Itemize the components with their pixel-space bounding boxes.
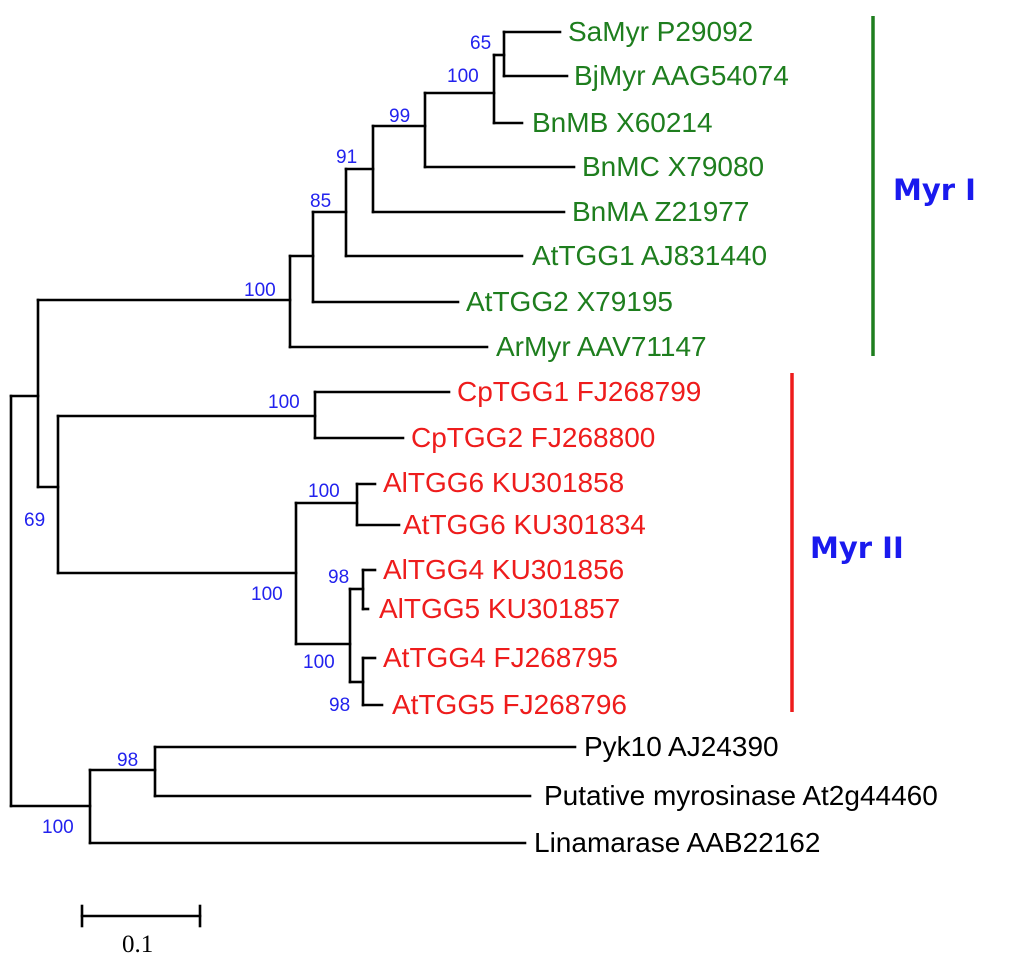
taxon-label: CpTGG1 FJ268799 (457, 376, 701, 407)
bootstrap-value: 100 (244, 280, 276, 301)
taxon-label: BjMyr AAG54074 (574, 60, 789, 91)
bootstrap-value: 100 (303, 652, 335, 673)
scale-bar (80, 904, 202, 928)
bootstrap-value: 98 (117, 750, 138, 771)
bootstrap-value: 65 (470, 33, 491, 54)
bootstrap-value: 99 (389, 106, 410, 127)
bootstrap-value: 98 (328, 567, 349, 588)
taxon-label: AtTGG2 X79195 (466, 286, 673, 317)
myr1-group-label: Myr I (893, 173, 976, 207)
taxon-label: AtTGG4 FJ268795 (383, 642, 618, 673)
taxon-label: BnMC X79080 (582, 151, 764, 182)
taxon-label: ArMyr AAV71147 (496, 331, 707, 362)
scale-bar-label: 0.1 (122, 931, 153, 958)
taxon-label: AlTGG5 KU301857 (379, 593, 620, 624)
taxon-label: Pyk10 AJ24390 (584, 731, 779, 762)
bootstrap-value: 85 (310, 191, 331, 212)
taxon-label: AtTGG1 AJ831440 (532, 240, 767, 271)
taxon-label: Linamarase AAB22162 (534, 827, 820, 858)
taxon-label: AlTGG4 KU301856 (383, 554, 624, 585)
bootstrap-value: 100 (308, 481, 340, 502)
taxon-label: AtTGG6 KU301834 (403, 509, 646, 540)
tree-branches (9, 30, 577, 845)
bootstrap-value: 69 (24, 510, 45, 531)
bootstrap-value: 100 (447, 66, 479, 87)
bootstrap-value: 100 (251, 584, 283, 605)
taxon-label: BnMA Z21977 (572, 196, 749, 227)
taxon-label: BnMB X60214 (532, 107, 713, 138)
bootstrap-value: 98 (329, 695, 350, 716)
taxon-label: AtTGG5 FJ268796 (392, 689, 627, 720)
taxon-label: Putative myrosinase At2g44460 (544, 780, 938, 811)
taxon-label: SaMyr P29092 (568, 16, 753, 47)
bootstrap-value: 100 (268, 392, 300, 413)
bootstrap-value: 100 (42, 817, 74, 838)
bootstrap-values: 65 100 99 91 85 100 100 100 98 100 100 98 69 98 100 (24, 33, 491, 838)
taxon-label: CpTGG2 FJ268800 (411, 422, 655, 453)
myr2-group-label: Myr II (810, 531, 904, 565)
bootstrap-value: 91 (336, 147, 357, 168)
taxon-label: AlTGG6 KU301858 (383, 467, 624, 498)
